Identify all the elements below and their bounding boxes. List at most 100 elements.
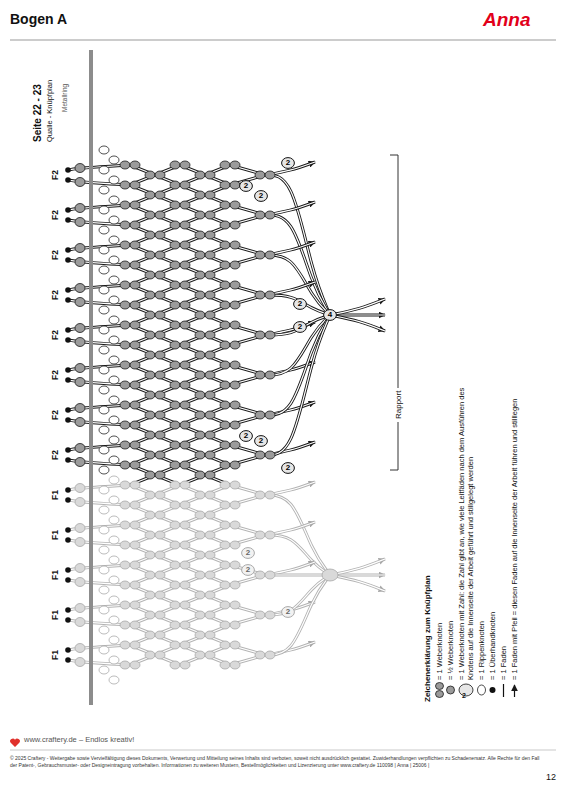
knot-count: 2 [239, 180, 253, 192]
overhand-knot [65, 247, 71, 253]
square-knot [180, 281, 190, 289]
square-knot [130, 641, 140, 649]
square-knot [255, 611, 265, 619]
square-knot [265, 371, 275, 379]
thread [265, 215, 330, 315]
square-knot [155, 311, 165, 319]
square-knot [205, 371, 215, 379]
square-knot [120, 261, 130, 269]
square-knot [145, 551, 155, 559]
overhand-knot [65, 647, 71, 653]
thread-group-label: F2 [51, 250, 61, 260]
square-knot [205, 331, 215, 339]
ring [89, 50, 93, 705]
square-knot [180, 161, 190, 169]
square-knot [145, 571, 155, 579]
square-knot [130, 441, 140, 449]
lark-head-knot [75, 658, 85, 667]
square-knot [130, 601, 140, 609]
square-knot [120, 501, 130, 509]
clove-hitch [99, 326, 109, 334]
square-knot [230, 461, 240, 469]
square-knot [265, 571, 275, 579]
square-knot [170, 621, 180, 629]
caption-text: Seite 22 - 23 [32, 84, 44, 142]
square-knot [195, 631, 205, 639]
thread-core [265, 315, 330, 455]
square-knot [120, 601, 130, 609]
numbered-knot: 2 [241, 564, 255, 576]
clove-hitch [109, 376, 119, 384]
square-knot [230, 441, 240, 449]
thread [265, 535, 330, 575]
square-knot [205, 451, 215, 459]
clove-hitch [99, 186, 109, 194]
overhand-knot [65, 607, 71, 613]
square-knot [180, 301, 190, 309]
square-knot [205, 651, 215, 659]
square-knot [195, 391, 205, 399]
square-knot [170, 281, 180, 289]
square-knot [155, 491, 165, 499]
overhand-knot [65, 417, 71, 423]
square-knot [195, 311, 205, 319]
square-knot [220, 321, 230, 329]
square-knot [130, 341, 140, 349]
square-knot [220, 541, 230, 549]
knot-count: 2 [281, 157, 295, 169]
square-knot [145, 331, 155, 339]
square-knot [130, 581, 140, 589]
overhand-knot [65, 657, 71, 663]
square-knot [265, 611, 275, 619]
square-knot [155, 431, 165, 439]
square-knot [220, 421, 230, 429]
square-knot [120, 241, 130, 249]
square-knot [220, 161, 230, 169]
square-knot [130, 661, 140, 669]
square-knot [180, 261, 190, 269]
square-knot [230, 241, 240, 249]
overhand-knot-symbol [490, 687, 496, 693]
square-knot [120, 661, 130, 669]
lark-head-knot [75, 324, 85, 333]
square-knot [145, 191, 155, 199]
square-knot [170, 421, 180, 429]
clove-hitch [99, 646, 109, 654]
clove-hitch [109, 476, 119, 484]
clove-hitch [99, 286, 109, 294]
lark-head-knot [75, 538, 85, 547]
square-knot [180, 181, 190, 189]
thread-core [265, 495, 330, 575]
legend-text: = 1 Faden [499, 370, 508, 680]
square-knot [170, 161, 180, 169]
knot-shape [255, 191, 268, 202]
square-knot [205, 251, 215, 259]
square-knot [170, 481, 180, 489]
square-knot [120, 161, 130, 169]
square-knot [180, 241, 190, 249]
square-knot [155, 351, 165, 359]
square-knot [170, 381, 180, 389]
square-knot [220, 341, 230, 349]
square-knot [255, 291, 265, 299]
square-knot [145, 471, 155, 479]
overhand-knot [65, 447, 71, 453]
thread [330, 315, 385, 331]
square-knot [170, 341, 180, 349]
clove-hitch [99, 206, 109, 214]
clove-hitch [109, 416, 119, 424]
numbered-knot: 2 [281, 606, 295, 618]
square-knot [155, 631, 165, 639]
square-knot [170, 501, 180, 509]
thread-group-label: F2 [51, 370, 61, 380]
lark-head-knot [75, 164, 85, 173]
square-knot [170, 201, 180, 209]
square-knot [255, 491, 265, 499]
square-knot [195, 351, 205, 359]
square-knot [195, 431, 205, 439]
square-knot [145, 211, 155, 219]
square-knot [120, 481, 130, 489]
square-knot [120, 621, 130, 629]
square-knot [155, 551, 165, 559]
square-knot [170, 581, 180, 589]
